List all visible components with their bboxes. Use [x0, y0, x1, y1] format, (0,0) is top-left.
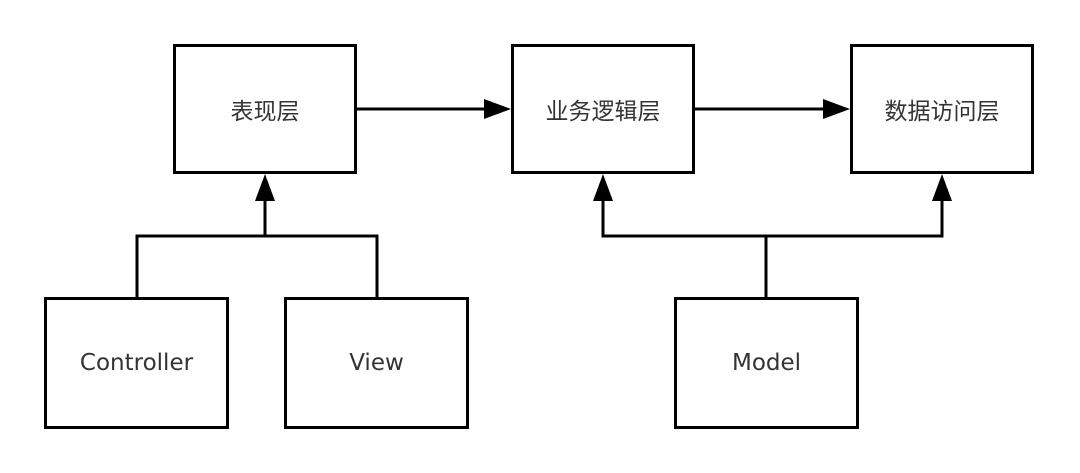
connector-controller-view-to-presentation: [135, 174, 379, 297]
model-node: Model: [674, 297, 859, 429]
presentation-layer-node: 表现层: [173, 44, 357, 174]
view-label: View: [349, 350, 404, 376]
model-label: Model: [731, 350, 802, 376]
controller-node: Controller: [44, 297, 229, 429]
presentation-layer-label: 表现层: [230, 99, 300, 125]
business-logic-layer-node: 业务逻辑层: [511, 44, 695, 174]
connector-model-to-business-and-data: [593, 174, 952, 297]
data-access-layer-node: 数据访问层: [850, 44, 1034, 174]
business-logic-layer-label: 业务逻辑层: [545, 99, 661, 125]
view-node: View: [284, 297, 469, 429]
controller-label: Controller: [79, 350, 194, 376]
arrow-presentation-to-business: [357, 99, 511, 119]
arrow-business-to-data-access: [695, 99, 850, 119]
data-access-layer-label: 数据访问层: [884, 99, 1000, 125]
